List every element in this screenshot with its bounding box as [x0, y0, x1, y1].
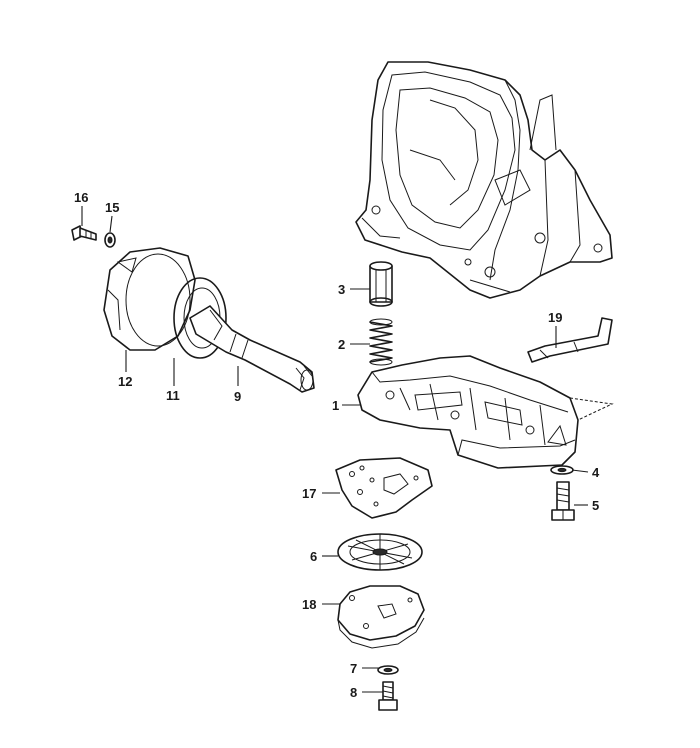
part-15-washer	[104, 232, 116, 248]
transmission-housing	[355, 61, 613, 299]
callout-5: 5	[592, 498, 599, 513]
part-18-cover	[337, 585, 425, 649]
part-4-washer	[550, 465, 574, 475]
part-19-pipe	[527, 317, 613, 363]
callout-19: 19	[548, 310, 562, 325]
leader-lines	[81, 206, 589, 693]
callout-18: 18	[302, 597, 316, 612]
part-16-bolt	[71, 225, 97, 241]
callout-labels: 1 2 3 4 5 6 7 8 9 11 12 15 16 17 18 19	[74, 190, 600, 700]
callout-8: 8	[350, 685, 357, 700]
callout-12: 12	[118, 374, 132, 389]
part-17-separator-plate	[335, 457, 433, 519]
part-9-shaft	[189, 305, 315, 393]
callout-3: 3	[338, 282, 345, 297]
part-1-valve-body	[357, 355, 614, 469]
part-12-drum	[103, 247, 196, 351]
callout-11: 11	[166, 388, 180, 403]
callout-16: 16	[74, 190, 88, 205]
part-6-strainer	[337, 533, 423, 571]
part-3-filter	[369, 261, 393, 307]
part-2-spring	[369, 318, 393, 366]
callout-17: 17	[302, 486, 316, 501]
callout-1: 1	[332, 398, 339, 413]
callout-4: 4	[592, 465, 600, 480]
callout-2: 2	[338, 337, 345, 352]
callout-15: 15	[105, 200, 119, 215]
callout-9: 9	[234, 389, 241, 404]
callout-6: 6	[310, 549, 317, 564]
part-8-bolt	[378, 681, 398, 711]
part-7-washer	[377, 665, 399, 675]
part-5-bolt	[551, 481, 575, 521]
callout-7: 7	[350, 661, 357, 676]
